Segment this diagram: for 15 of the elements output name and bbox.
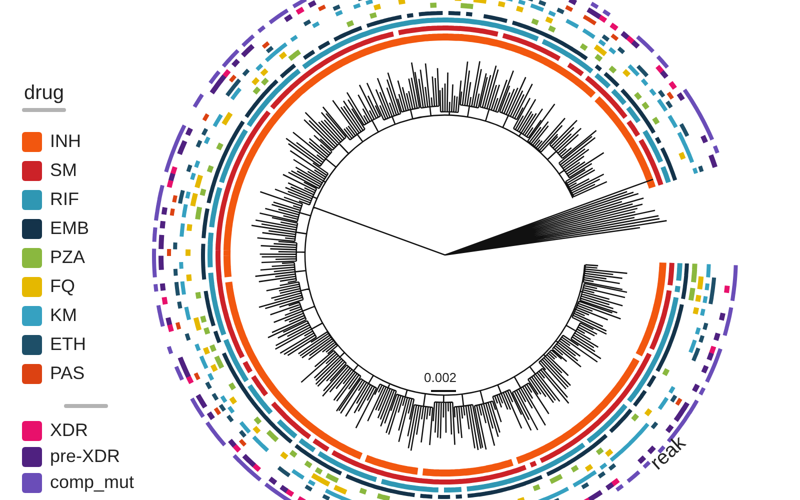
legend-label: ETH <box>50 334 86 355</box>
legend-label: PAS <box>50 363 85 384</box>
legend-label: PZA <box>50 247 86 268</box>
ring-label: reak <box>646 432 691 476</box>
legend-label: SM <box>50 160 77 181</box>
legend-label: KM <box>50 305 77 326</box>
legend-label: FQ <box>50 276 75 297</box>
legend-label: XDR <box>50 420 88 441</box>
legend-label: RIF <box>50 189 79 210</box>
legend-label: pre-XDR <box>50 446 120 467</box>
scale-bar-label: 0.002 <box>424 370 457 385</box>
legend-label: comp_mut <box>50 472 134 493</box>
legend-title: drug <box>24 82 64 105</box>
legend-label: EMB <box>50 218 90 239</box>
legend-label: INH <box>50 131 81 152</box>
